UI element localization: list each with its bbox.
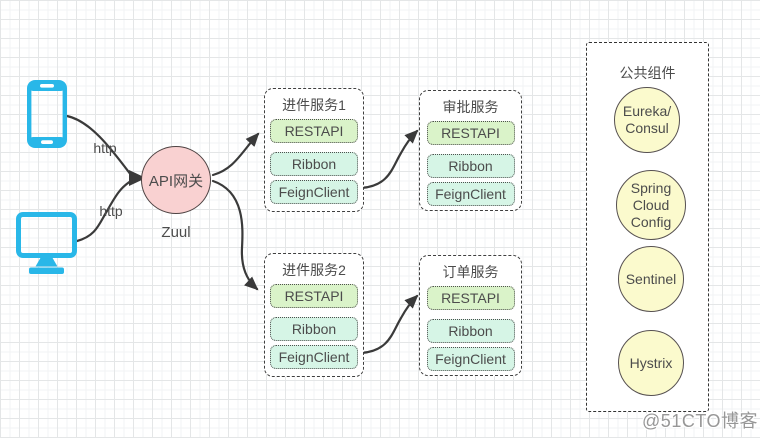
service-title: 进件服务2 (282, 262, 346, 278)
component-ribbon: Ribbon (270, 317, 358, 341)
common-item-sentinel: Sentinel (618, 246, 684, 312)
component-feignclient: FeignClient (426, 347, 515, 371)
arrowhead-into-gateway (129, 170, 146, 186)
component-restapi: RESTAPI (270, 119, 358, 143)
component-ribbon: Ribbon (426, 154, 515, 178)
component-feignclient: FeignClient (270, 180, 358, 204)
component-feignclient: FeignClient (270, 345, 358, 369)
arrow-gateway-to-service2 (211, 179, 259, 291)
api-gateway-label: API网关 (148, 172, 204, 190)
common-item-hystrix: Hystrix (618, 330, 684, 396)
gateway-sublabel-zuul: Zuul (161, 224, 191, 241)
component-restapi: RESTAPI (270, 284, 358, 308)
component-ribbon: Ribbon (270, 152, 358, 176)
panel-title: 公共组件 (619, 65, 676, 81)
service-box-intake2: 进件服务2 RESTAPI Ribbon FeignClient (264, 253, 364, 377)
desktop-monitor-icon (16, 212, 77, 274)
service-title: 审批服务 (442, 99, 499, 115)
arrow-gateway-to-service1 (211, 132, 260, 177)
common-item-spring-cloud-config: Spring Cloud Config (616, 170, 686, 240)
component-restapi: RESTAPI (426, 286, 515, 310)
component-feignclient: FeignClient (426, 182, 515, 206)
service-title: 进件服务1 (282, 97, 346, 113)
arrow-feign1-to-approval (359, 129, 419, 190)
component-restapi: RESTAPI (426, 121, 515, 145)
service-title: 订单服务 (442, 264, 499, 280)
api-gateway-node: API网关 (141, 146, 211, 214)
http-label-bottom: http (99, 203, 123, 219)
http-label-top: http (93, 140, 117, 156)
watermark: @51CTO博客 (642, 411, 758, 431)
service-box-approval: 审批服务 RESTAPI Ribbon FeignClient (419, 90, 522, 211)
service-box-order: 订单服务 RESTAPI Ribbon FeignClient (419, 255, 522, 376)
service-box-intake1: 进件服务1 RESTAPI Ribbon FeignClient (264, 88, 364, 212)
common-components-panel: 公共组件 Eureka/ Consul Spring Cloud Config … (586, 42, 709, 412)
arrow-feign2-to-order (359, 294, 419, 355)
arrow-desktop-to-gateway (75, 179, 133, 243)
common-item-eureka-consul: Eureka/ Consul (614, 87, 680, 153)
smartphone-icon (27, 80, 67, 148)
component-ribbon: Ribbon (426, 319, 515, 343)
arrow-phone-to-gateway (65, 114, 133, 177)
